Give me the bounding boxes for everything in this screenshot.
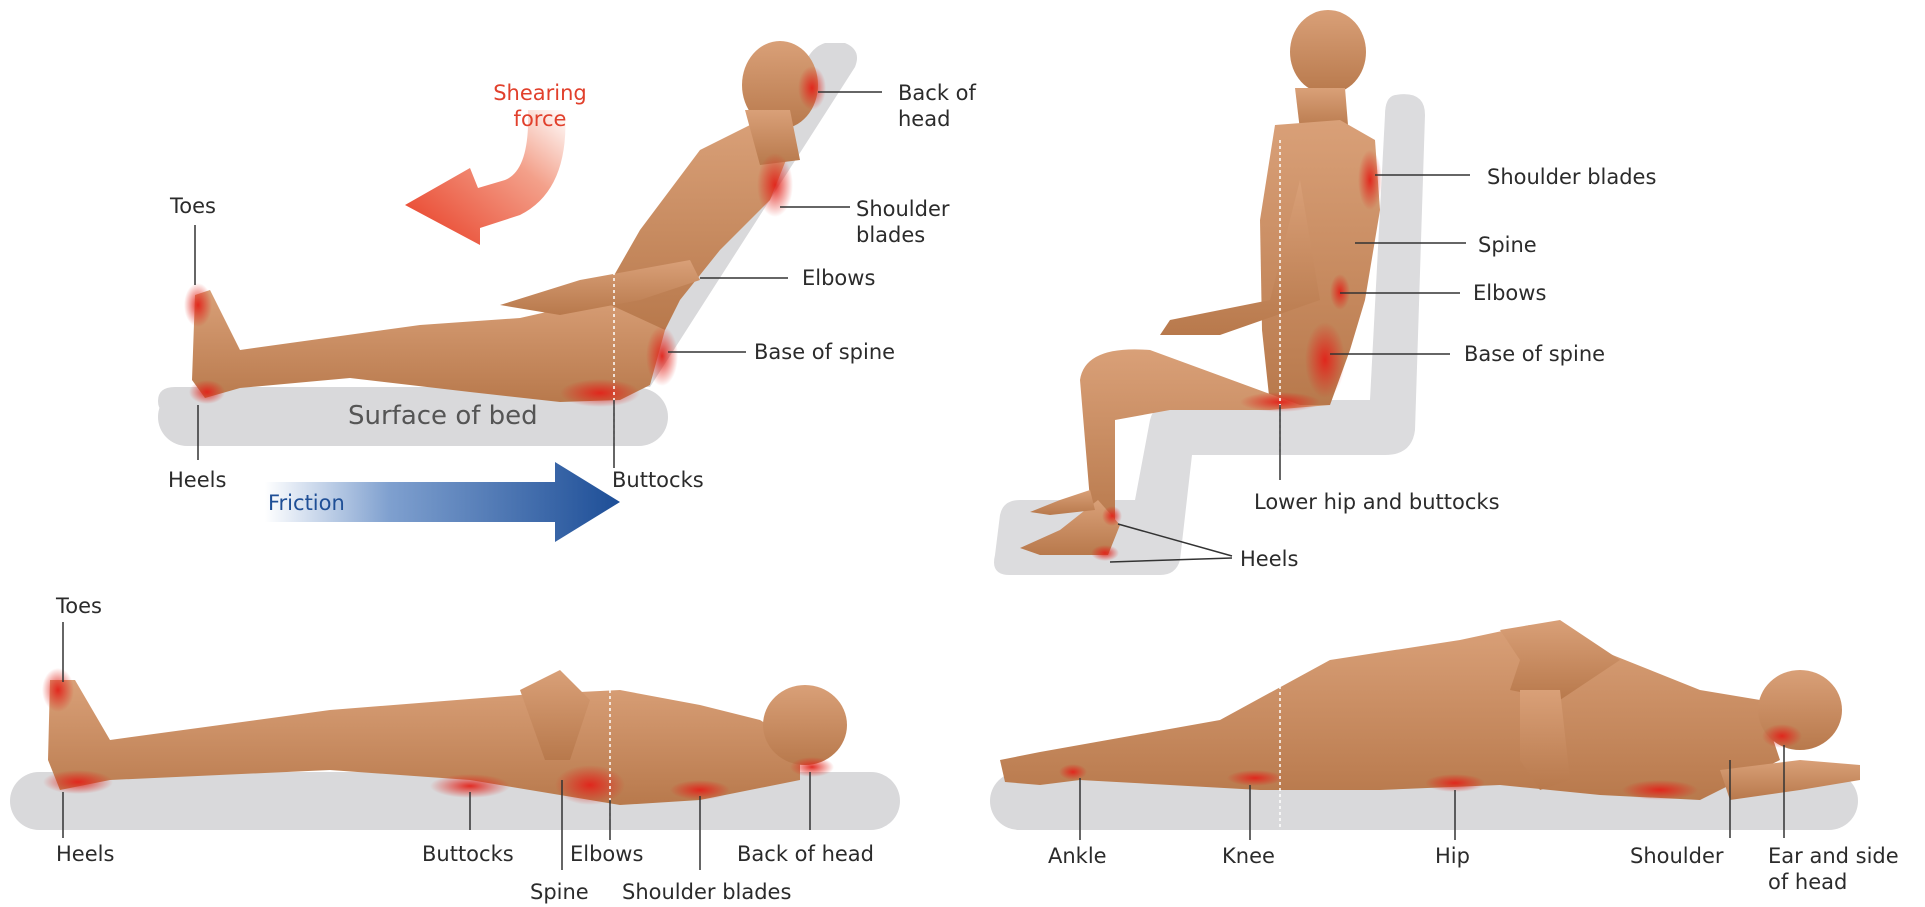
shoulder-label: Shoulder — [1630, 843, 1724, 869]
knee-label: Knee — [1222, 843, 1275, 869]
heels-label-supine: Heels — [56, 841, 114, 867]
back-of-head-label-supine: Back of head — [737, 841, 874, 867]
elbows-label-supine: Elbows — [570, 841, 643, 867]
lower-hip-buttocks-label: Lower hip and buttocks — [1254, 489, 1500, 515]
side-body — [1000, 620, 1860, 800]
ankle-label: Ankle — [1048, 843, 1107, 869]
hip-label: Hip — [1435, 843, 1470, 869]
sitting-body — [1020, 10, 1380, 555]
spine-label-supine: Spine — [530, 879, 589, 905]
heels-label-reclined: Heels — [168, 467, 226, 493]
toes-label-supine: Toes — [56, 593, 102, 619]
base-of-spine-label-reclined: Base of spine — [754, 339, 895, 365]
shoulder-blades-label-sitting: Shoulder blades — [1487, 164, 1656, 190]
surface-of-bed-label: Surface of bed — [348, 403, 538, 429]
friction-label: Friction — [268, 490, 345, 516]
heels-label-sitting: Heels — [1240, 546, 1298, 572]
panel-side — [990, 620, 1860, 840]
panel-supine — [10, 622, 900, 870]
shoulder-blades-label-supine: Shoulder blades — [622, 879, 791, 905]
buttocks-label-supine: Buttocks — [422, 841, 514, 867]
buttocks-label-reclined: Buttocks — [612, 467, 704, 493]
spine-label-sitting: Spine — [1478, 232, 1537, 258]
elbows-label-sitting: Elbows — [1473, 280, 1546, 306]
base-of-spine-label-sitting: Base of spine — [1464, 341, 1605, 367]
elbows-label-reclined: Elbows — [802, 265, 875, 291]
toes-label-reclined: Toes — [170, 193, 216, 219]
